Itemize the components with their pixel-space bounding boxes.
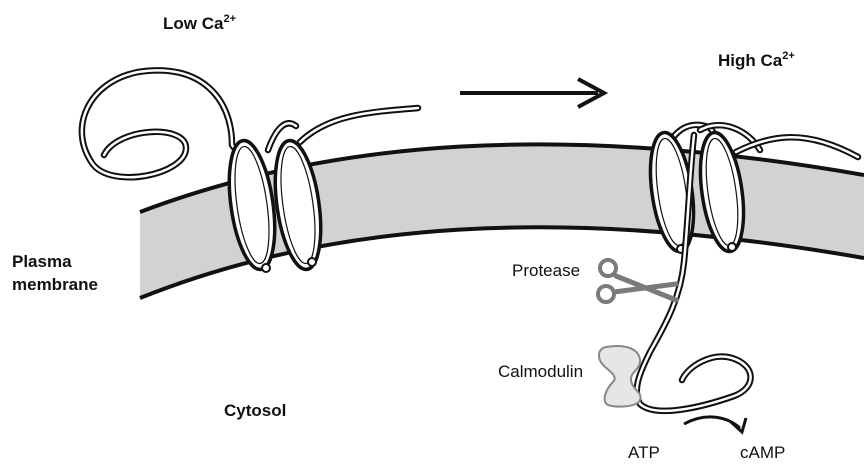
calmodulin-label: Calmodulin <box>498 363 583 380</box>
atp-to-camp-arrow <box>684 417 746 432</box>
calmodulin-shape <box>599 346 641 407</box>
protease-label: Protease <box>512 262 580 279</box>
helix-1-end <box>262 264 270 272</box>
low-calcium-label: Low Ca2+ <box>163 15 236 32</box>
coiled-strand <box>82 70 242 177</box>
high-calcium-label: High Ca2+ <box>718 52 795 69</box>
cytosol-label: Cytosol <box>224 402 286 419</box>
extracellular-tail <box>300 108 418 142</box>
transition-arrow <box>460 79 604 107</box>
plasma-membrane-label-line2: membrane <box>12 276 98 293</box>
plasma-membrane-label-line1: Plasma <box>12 253 72 270</box>
scissors-icon <box>598 260 676 302</box>
helix-2-end <box>308 258 316 266</box>
camp-label: cAMP <box>740 444 785 461</box>
helix-4-end <box>728 243 736 251</box>
atp-label: ATP <box>628 444 660 461</box>
